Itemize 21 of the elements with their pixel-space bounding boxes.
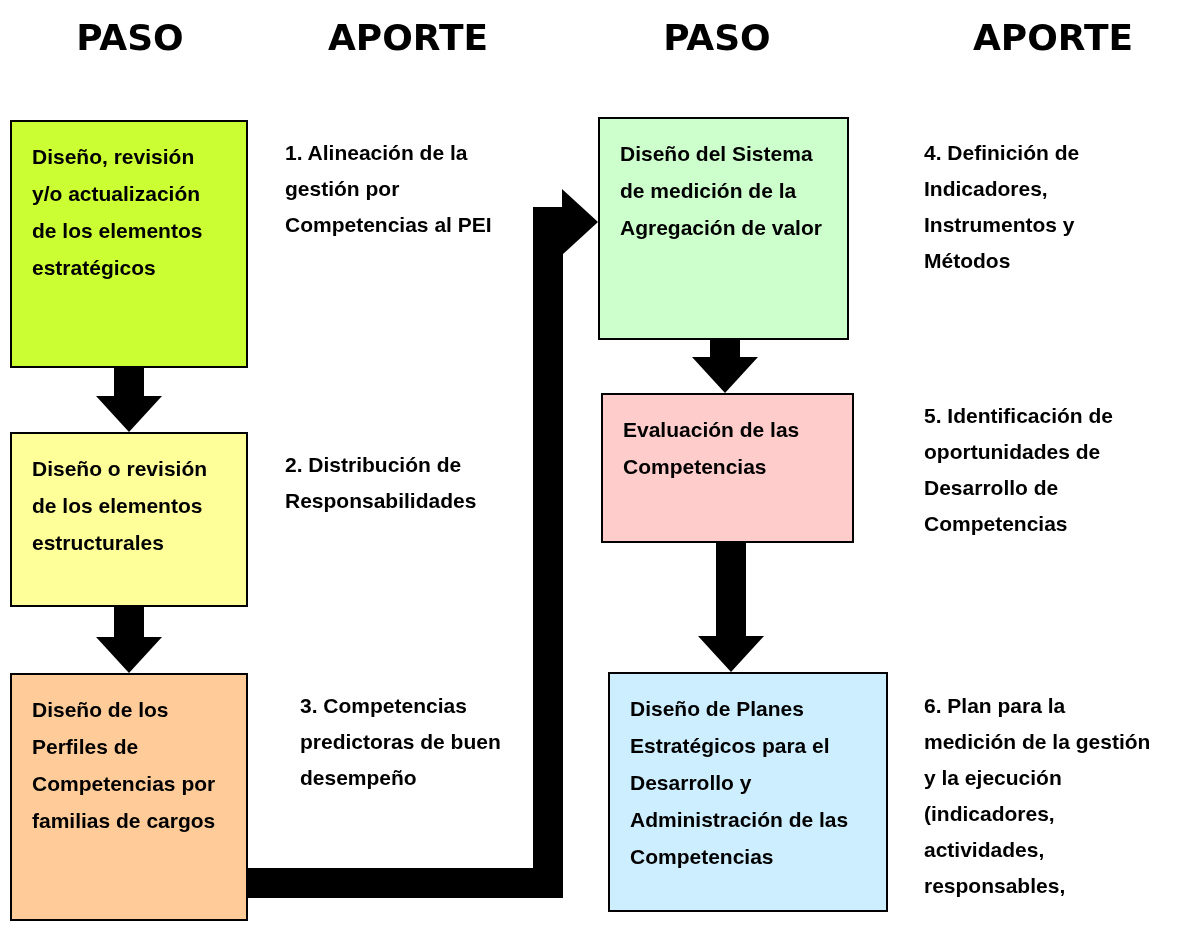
column-heading: PASO — [75, 16, 185, 60]
column-heading: APORTE — [326, 16, 490, 60]
block-arrow — [96, 368, 162, 432]
contribution-text: 5. Identificación de oportunidades de Desarrollo de Competencias — [924, 403, 1115, 537]
contribution-text: 4. Definición de Indicadores, Instrumentos y Métodos — [924, 140, 1081, 274]
block-arrow — [248, 189, 598, 898]
contribution-text: 6. Plan para la medición de la gestión y la ejecución (indicadores, actividades, responsables, — [924, 693, 1152, 899]
column-heading: APORTE — [971, 16, 1135, 60]
block-arrow — [96, 607, 162, 673]
column-heading: PASO — [662, 16, 772, 60]
process-box: Diseño o revisión de los elementos estructurales — [10, 432, 248, 607]
contribution-text: 1. Alineación de la gestión por Competencias al PEI — [285, 140, 493, 238]
contribution-text: 2. Distribución de Responsabilidades — [285, 452, 478, 514]
process-box: Evaluación de las Competencias — [601, 393, 854, 543]
process-box: Diseño, revisión y/o actualización de los elementos estratégicos — [10, 120, 248, 368]
contribution-text: 3. Competencias predictoras de buen desempeño — [300, 693, 502, 791]
process-box: Diseño del Sistema de medición de la Agregación de valor — [598, 117, 849, 340]
process-box: Diseño de los Perfiles de Competencias por familias de cargos — [10, 673, 248, 921]
block-arrow — [692, 340, 758, 393]
process-box: Diseño de Planes Estratégicos para el Desarrollo y Administración de las Competencias — [608, 672, 888, 912]
block-arrow — [698, 543, 764, 672]
